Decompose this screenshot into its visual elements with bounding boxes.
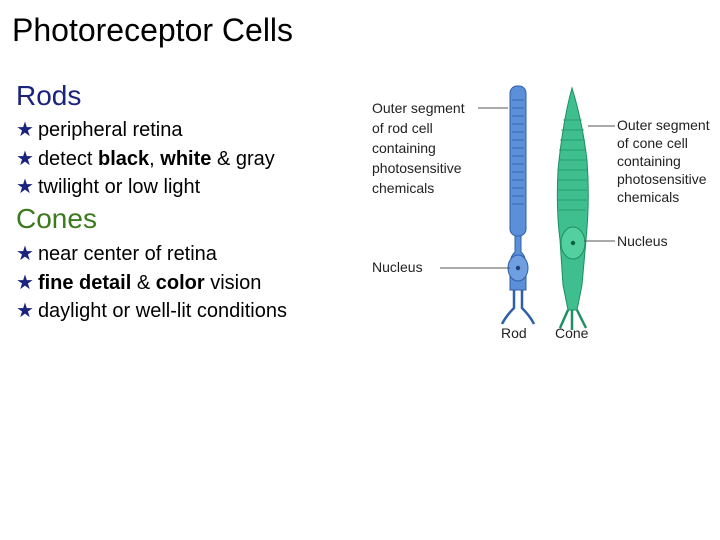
- bullet-text: near center of retina: [37, 243, 217, 265]
- star-icon: ★: [16, 147, 34, 170]
- bullet-text: vision: [204, 271, 262, 294]
- cone-nucleus-label: Nucleus: [617, 233, 668, 249]
- star-icon: ★: [16, 243, 34, 265]
- cone-caption: Cone: [555, 325, 589, 341]
- star-icon: ★: [16, 176, 34, 198]
- photoreceptor-diagram: Outer segment of rod cell containing pho…: [372, 85, 714, 341]
- cones-bullet-2: ★fine detail & color vision: [16, 269, 287, 298]
- rod-caption: Rod: [501, 325, 527, 341]
- bullet-emphasis-black: black: [97, 147, 150, 170]
- bullet-emphasis-color: color: [155, 271, 205, 294]
- cone-outer-label: Outer segment of cone cell containing ph…: [617, 117, 714, 205]
- bullet-emphasis-fine-detail: fine detail: [37, 271, 132, 294]
- bullet-text: &: [131, 271, 156, 294]
- bullet-text: twilight or low light: [37, 176, 201, 198]
- star-icon: ★: [16, 300, 34, 322]
- rods-heading: Rods: [16, 80, 82, 111]
- bullet-text: & gray: [211, 147, 275, 170]
- rod-cell-illustration: [500, 85, 536, 325]
- rod-outer-label: Outer segment of rod cell containing pho…: [372, 100, 469, 196]
- rods-bullet-3: ★twilight or low light: [16, 173, 275, 202]
- bullet-text: daylight or well-lit conditions: [37, 300, 287, 322]
- cones-bullet-3: ★daylight or well-lit conditions: [16, 297, 287, 326]
- bullet-text: detect: [37, 147, 98, 170]
- rods-bullet-2: ★detect black, white & gray: [16, 145, 275, 174]
- star-icon: ★: [16, 271, 34, 294]
- rods-bullet-list: ★peripheral retina ★detect black, white …: [16, 116, 275, 202]
- bullet-text: ,: [149, 147, 161, 170]
- cones-heading: Cones: [16, 203, 97, 234]
- cones-bullet-1: ★near center of retina: [16, 240, 287, 269]
- cones-bullet-list: ★near center of retina ★fine detail & co…: [16, 240, 287, 326]
- page-title: Photoreceptor Cells: [12, 12, 294, 48]
- rods-bullet-1: ★peripheral retina: [16, 116, 275, 145]
- star-icon: ★: [16, 119, 34, 141]
- bullet-emphasis-white: white: [160, 147, 212, 170]
- bullet-text: peripheral retina: [37, 119, 183, 141]
- cone-cell-illustration: [556, 86, 589, 330]
- rod-nucleus-label: Nucleus: [372, 259, 423, 275]
